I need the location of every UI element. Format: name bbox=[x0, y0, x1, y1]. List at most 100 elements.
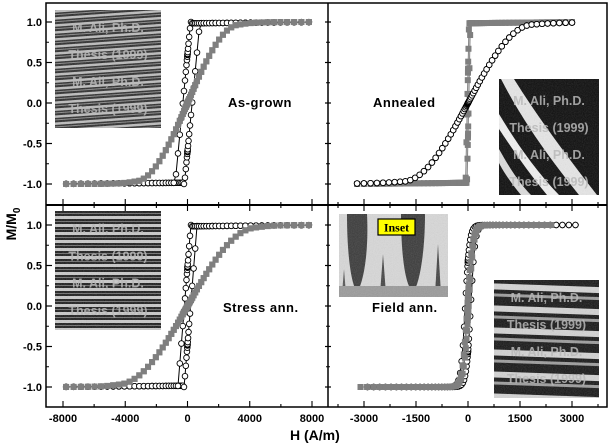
data-point-field-ann-square bbox=[436, 383, 443, 390]
data-point-as-grown-circle bbox=[186, 122, 194, 129]
data-point-as-grown-square bbox=[149, 168, 156, 175]
data-point-field-ann-square bbox=[409, 384, 416, 390]
data-point-annealed-square bbox=[464, 155, 471, 162]
data-point-stress-ann-square bbox=[209, 261, 216, 268]
y-tick-label: 0.0 bbox=[27, 98, 42, 110]
data-point-stress-ann-square bbox=[110, 382, 117, 389]
data-point-field-ann-square bbox=[464, 306, 471, 313]
data-point-stress-ann-square bbox=[228, 237, 235, 244]
data-point-as-grown-square bbox=[190, 85, 197, 92]
data-point-annealed-circle bbox=[435, 149, 443, 157]
data-point-as-grown-square bbox=[140, 175, 147, 182]
data-point-field-ann-circle bbox=[559, 221, 566, 229]
data-point-field-ann-square bbox=[463, 335, 470, 342]
data-point-stress-ann-square bbox=[115, 381, 122, 388]
data-point-stress-ann-square bbox=[264, 223, 271, 230]
data-point-stress-ann-square bbox=[149, 359, 156, 366]
data-point-stress-ann-square bbox=[77, 383, 84, 390]
y-tick-label: 0.0 bbox=[27, 301, 42, 313]
inset-watermark: Thesis (1999) bbox=[68, 102, 147, 116]
data-point-field-ann-square bbox=[512, 222, 519, 228]
data-point-annealed-square bbox=[465, 45, 472, 52]
data-point-annealed-circle bbox=[385, 179, 393, 186]
data-point-as-grown-square bbox=[228, 24, 235, 31]
data-point-stress-ann-square bbox=[145, 363, 152, 370]
data-point-as-grown-square bbox=[196, 73, 203, 80]
data-point-as-grown-circle bbox=[185, 40, 192, 47]
data-point-annealed-square bbox=[465, 26, 472, 33]
inset-noise bbox=[494, 280, 599, 398]
data-point-field-ann-square bbox=[548, 222, 555, 228]
y-axis-title-subscript: 0 bbox=[12, 207, 23, 213]
inset-watermark: Thesis (1999) bbox=[507, 318, 586, 332]
data-point-annealed-circle bbox=[498, 43, 506, 50]
data-point-as-grown-square bbox=[209, 47, 216, 54]
data-point-as-grown-square bbox=[174, 121, 181, 128]
data-point-field-ann-square bbox=[465, 281, 472, 288]
data-point-as-grown-square bbox=[253, 19, 260, 26]
y-tick-label: -1.0 bbox=[23, 179, 42, 191]
panel-label-as-grown: As-grown bbox=[228, 95, 292, 110]
data-point-annealed-circle bbox=[379, 179, 387, 187]
insets-layer: M. Ali, Ph.D.Thesis (1999)M. Ali, Ph.D.T… bbox=[55, 10, 599, 398]
data-point-stress-ann-square bbox=[284, 222, 291, 229]
data-point-as-grown-square bbox=[165, 141, 172, 148]
data-point-field-ann-square bbox=[463, 315, 470, 322]
data-point-annealed-circle bbox=[562, 19, 569, 27]
panel-label-field-ann: Field ann. bbox=[372, 300, 438, 315]
data-point-annealed-square bbox=[467, 32, 474, 39]
inset-watermark: Thesis (1999) bbox=[509, 175, 588, 189]
data-point-as-grown-square bbox=[115, 180, 122, 187]
panel-label-stress-ann: Stress ann. bbox=[223, 300, 299, 315]
data-point-stress-ann-square bbox=[156, 349, 163, 356]
data-point-as-grown-square bbox=[277, 19, 284, 26]
data-point-as-grown-square bbox=[203, 58, 210, 65]
data-point-field-ann-square bbox=[467, 258, 474, 265]
inset-tag-box bbox=[377, 218, 416, 236]
data-point-field-ann-square bbox=[456, 376, 463, 383]
data-point-stress-ann-square bbox=[194, 286, 201, 293]
data-point-annealed-circle bbox=[485, 61, 493, 69]
data-point-as-grown-circle bbox=[174, 150, 182, 157]
data-point-annealed-circle bbox=[367, 179, 374, 187]
inset-tag-label: Inset bbox=[384, 221, 409, 235]
data-point-field-ann-square bbox=[469, 242, 476, 249]
y-tick-label: -1.0 bbox=[23, 382, 42, 394]
x-tick-label: 4000 bbox=[238, 413, 262, 425]
data-point-field-ann-square bbox=[466, 267, 473, 274]
data-point-annealed-circle bbox=[502, 38, 509, 46]
data-point-field-ann-square bbox=[418, 384, 425, 390]
data-point-as-grown-square bbox=[200, 63, 207, 70]
data-point-stress-ann-square bbox=[98, 383, 105, 390]
frame-layer bbox=[45, 2, 608, 408]
inset-watermark: M. Ali, Ph.D. bbox=[72, 21, 144, 35]
data-point-as-grown-square bbox=[192, 82, 199, 89]
data-point-field-ann-square bbox=[468, 250, 475, 257]
data-point-stress-ann-circle bbox=[176, 360, 184, 367]
data-point-field-ann-square bbox=[462, 326, 469, 333]
data-point-stress-ann-square bbox=[131, 375, 138, 382]
data-point-annealed-circle bbox=[432, 154, 439, 162]
data-point-stress-ann-square bbox=[270, 222, 277, 229]
data-point-annealed-square bbox=[420, 180, 427, 187]
data-point-field-ann-square bbox=[388, 384, 395, 390]
data-point-as-grown-square bbox=[219, 31, 226, 38]
data-point-field-ann-square bbox=[520, 222, 527, 228]
y-tick-label: 0.5 bbox=[27, 58, 42, 70]
data-point-as-grown-square bbox=[242, 20, 249, 27]
data-point-field-ann-square bbox=[433, 383, 440, 390]
data-point-annealed-square bbox=[432, 180, 439, 187]
data-point-field-ann-square bbox=[458, 370, 465, 377]
data-point-annealed-square bbox=[498, 19, 505, 26]
data-point-as-grown-square bbox=[168, 136, 175, 143]
data-point-as-grown-square bbox=[98, 180, 105, 187]
data-point-field-ann-square bbox=[464, 321, 471, 328]
data-point-as-grown-square bbox=[206, 52, 213, 59]
data-point-annealed-square bbox=[464, 77, 471, 84]
data-point-as-grown-square bbox=[237, 21, 244, 28]
data-point-field-ann-square bbox=[461, 354, 468, 361]
data-point-stress-ann-circle bbox=[179, 322, 187, 330]
data-point-annealed-circle bbox=[544, 20, 551, 27]
data-point-stress-ann-circle bbox=[184, 257, 192, 264]
data-point-field-ann-square bbox=[543, 222, 550, 228]
